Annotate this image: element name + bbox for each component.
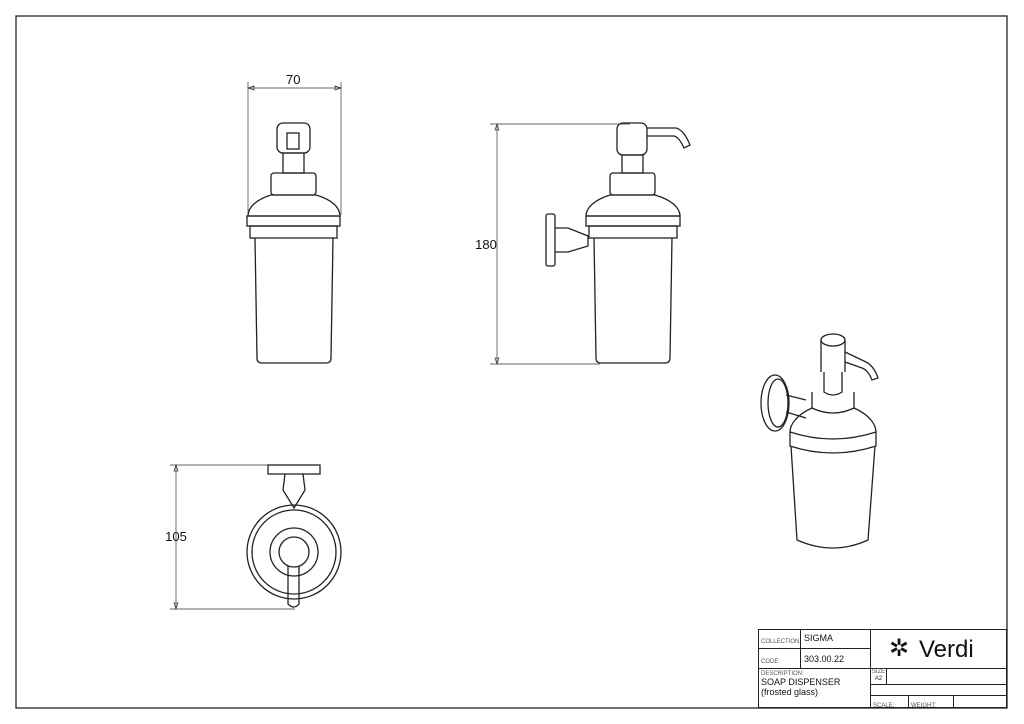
description-line2: (frosted glass) [761,687,819,697]
description-row: DESCRIPTION: SOAP DISPENSER (frosted gla… [759,669,871,708]
code-label: CODE: [761,659,781,665]
weight-label: WEIGHT: [911,703,936,709]
top-view: 105 [165,463,342,611]
collection-row: COLLECTION: SIGMA [759,630,871,649]
scale-weight-row: SCALE: WEIGHT: [871,696,1007,709]
dimension-height: 180 [475,237,497,252]
front-view: 70 [246,72,343,364]
side-view: 180 [475,122,691,366]
collection-label: COLLECTION: [761,639,802,645]
code-row: CODE: 303.00.22 [759,649,871,669]
blank-row [871,685,1007,696]
drawing-frame [15,15,1008,709]
size-value: A2 [874,676,883,682]
dimension-width: 70 [286,72,300,87]
size-row: SIZE A2 [871,669,1007,685]
size-label: SIZE [871,669,886,675]
title-block: COLLECTION: SIGMA CODE: 303.00.22 DESCRI… [758,629,1007,709]
scale-label: SCALE: [873,703,895,709]
code-value: 303.00.22 [804,654,845,664]
isometric-view [760,333,879,549]
brand-logo: ✲ Verdi [871,630,1007,669]
brand-name: Verdi [919,636,974,663]
description-line1: SOAP DISPENSER [761,677,841,687]
dimension-depth: 105 [165,529,187,544]
verdi-logo-icon: ✲ [889,635,910,662]
collection-value: SIGMA [804,633,834,643]
description-label: DESCRIPTION: [761,671,804,677]
